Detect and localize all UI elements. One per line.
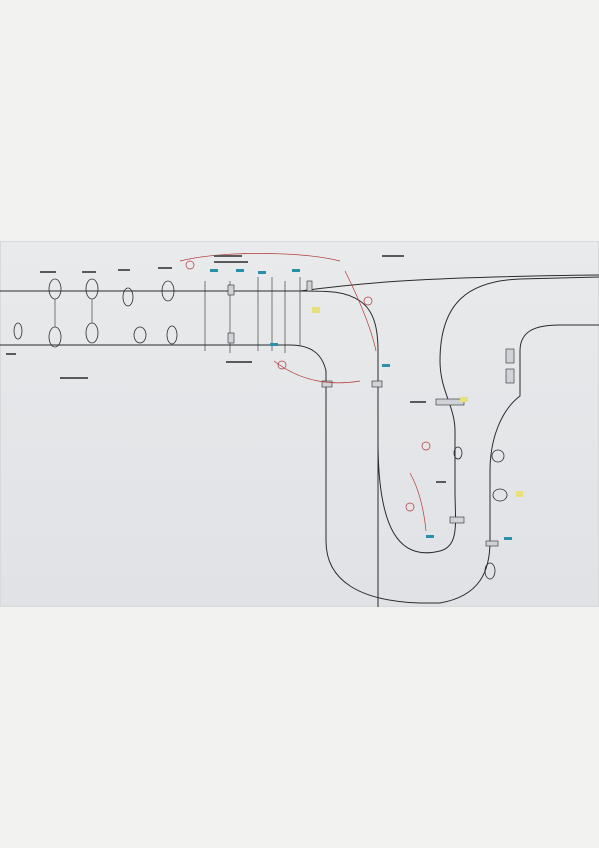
teal-tags: [210, 269, 512, 540]
lower-track-line: [0, 344, 440, 604]
top-right-line: [299, 274, 599, 292]
handwritten-marks: [6, 255, 446, 483]
upper-track-line: [0, 290, 379, 607]
switch-group-left: [13, 278, 178, 348]
switch-group-right: [453, 446, 508, 580]
yellow-tags: [312, 307, 523, 497]
connectors: [54, 277, 301, 353]
track-diagram: [0, 253, 599, 607]
red-annotations: [179, 253, 431, 532]
inner-s-curve: [377, 276, 599, 554]
drawing-sheet: [0, 241, 599, 607]
signal-blocks: [227, 280, 515, 547]
s-curve-track: [439, 324, 599, 604]
upper-main-line: [0, 273, 599, 291]
